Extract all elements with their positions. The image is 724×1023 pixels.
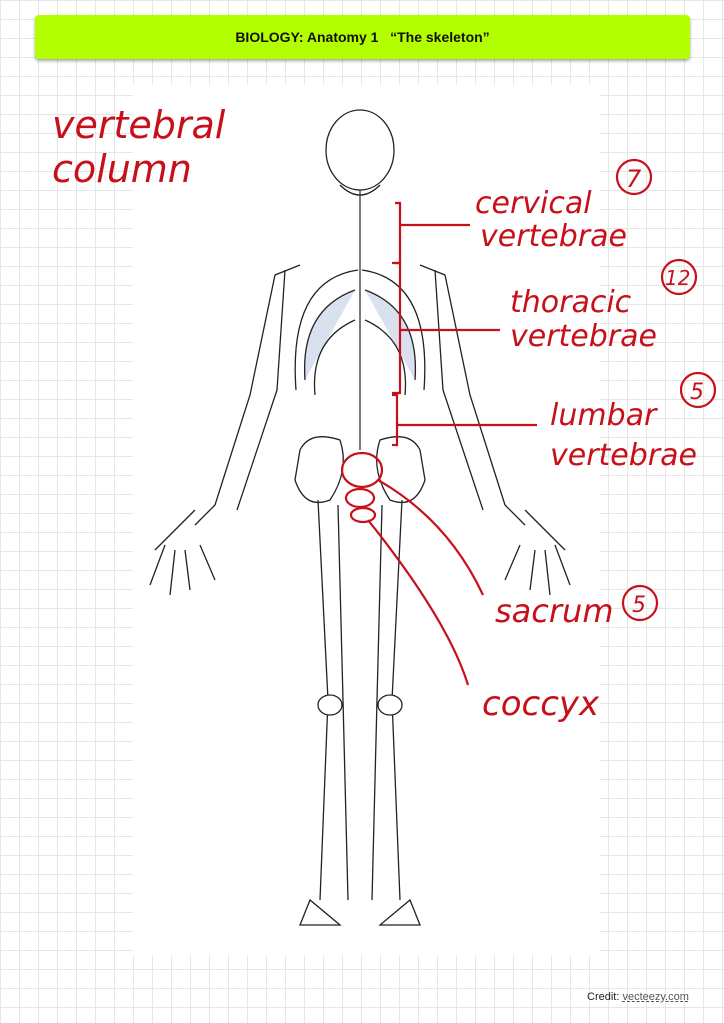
count-cervical: 7 — [626, 165, 642, 193]
count-thoracic: 12 — [665, 266, 690, 290]
ribcage — [294, 269, 426, 396]
page-title-banner: BIOLOGY: Anatomy 1 “The skeleton” — [35, 15, 690, 59]
skeleton-illustration-panel — [133, 85, 600, 955]
page-title: BIOLOGY: Anatomy 1 “The skeleton” — [235, 29, 490, 45]
label-sacrum: sacrum — [495, 592, 613, 630]
label-lumbar-vertebrae: vertebrae — [550, 438, 697, 473]
label-thoracic-vertebrae: vertebrae — [510, 319, 657, 354]
label-cervical-vertebrae: vertebrae — [480, 219, 627, 254]
credit-label: Credit: — [587, 991, 620, 1003]
heading-column: column — [52, 147, 192, 191]
count-sacrum: 5 — [632, 593, 646, 618]
credit-source-link[interactable]: vecteezy.com — [622, 991, 689, 1003]
count-lumbar: 5 — [690, 380, 704, 405]
annotation-markings — [340, 158, 717, 686]
skeleton-drawing — [149, 109, 571, 926]
label-coccyx: coccyx — [482, 684, 600, 724]
heading-vertebral: vertebral — [52, 103, 226, 147]
image-credit: Credit: vecteezy.com — [587, 991, 689, 1003]
label-lumbar: lumbar — [550, 398, 658, 433]
label-cervical: cervical — [475, 186, 592, 221]
label-thoracic: thoracic — [510, 285, 632, 320]
